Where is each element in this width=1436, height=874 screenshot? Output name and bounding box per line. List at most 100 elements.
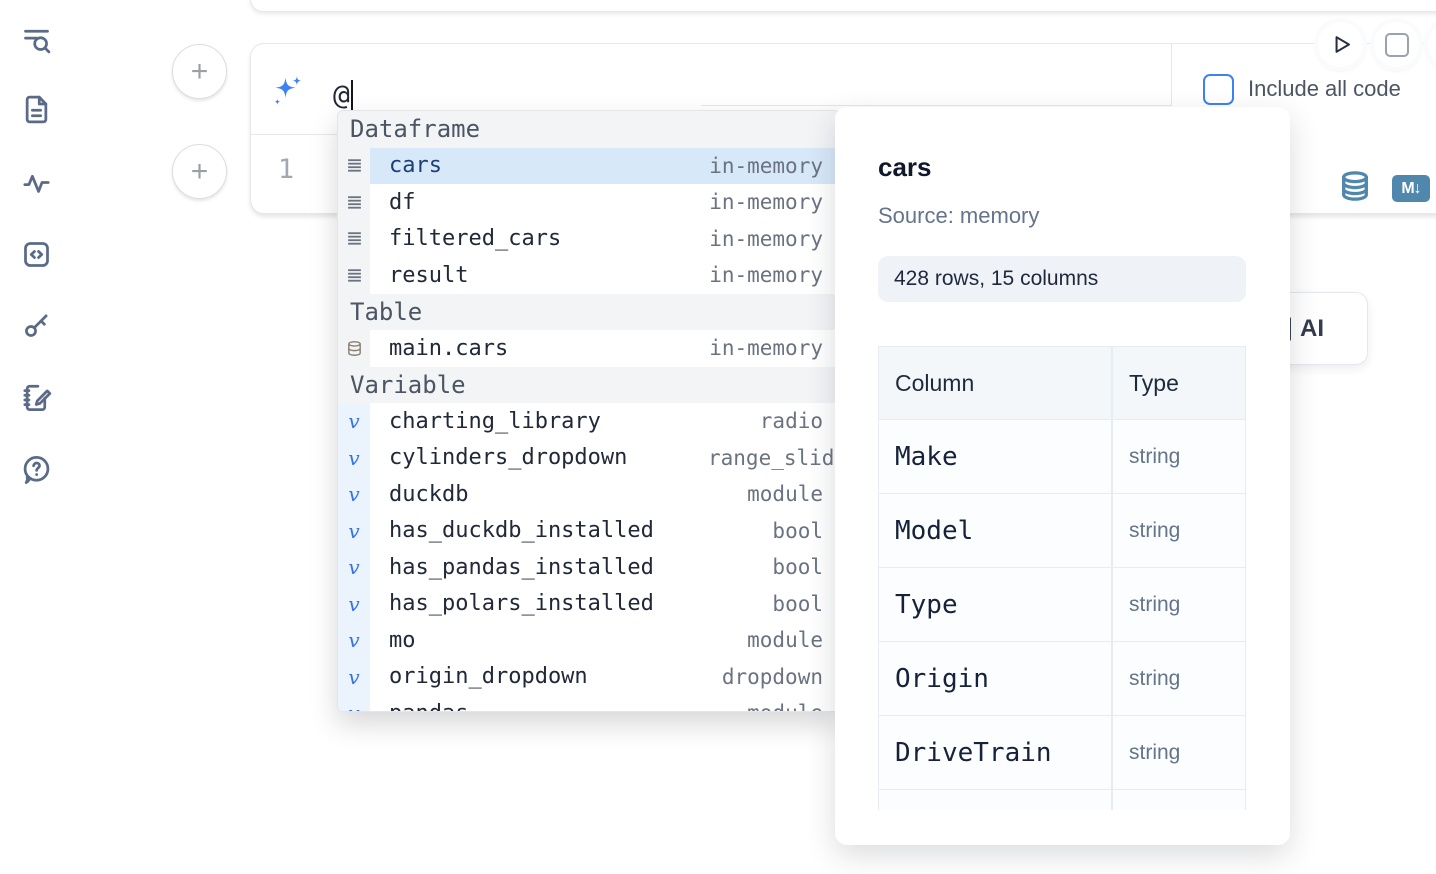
autocomplete-item[interactable]: vduckdb module xyxy=(338,476,839,513)
autocomplete-item-name: main.cars xyxy=(370,336,508,361)
help-icon[interactable] xyxy=(20,453,53,486)
schema-type-cell: string xyxy=(1112,642,1246,716)
ai-button-label: AI xyxy=(1300,315,1324,343)
variable-icon: v xyxy=(338,513,370,550)
autocomplete-item[interactable]: main.cars in-memory xyxy=(338,330,839,367)
autocomplete-item-name: duckdb xyxy=(370,482,468,507)
key-icon[interactable] xyxy=(20,309,53,342)
schema-type-cell: string xyxy=(1112,568,1246,642)
autocomplete-item-name: origin_dropdown xyxy=(370,664,588,689)
autocomplete-item-name: pandas xyxy=(370,701,468,712)
autocomplete-item-name: df xyxy=(370,190,416,215)
schema-column-cell: Type xyxy=(878,568,1112,642)
toc-search-icon[interactable] xyxy=(20,23,53,56)
activity-icon[interactable] xyxy=(20,166,53,199)
code-box-icon[interactable] xyxy=(20,238,53,271)
autocomplete-popup: Dataframecarsin-memorydfin-memoryfiltere… xyxy=(337,110,840,712)
schema-column-cell: Make xyxy=(878,420,1112,494)
sidebar xyxy=(0,0,70,874)
play-icon xyxy=(1327,31,1354,58)
schema-table-wrap: ColumnTypeMakestringModelstringTypestrin… xyxy=(878,346,1246,810)
ai-prompt-input[interactable]: @ xyxy=(333,79,353,111)
variable-icon: v xyxy=(338,695,370,712)
schema-type-cell: string xyxy=(1112,494,1246,568)
autocomplete-item[interactable]: result in-memory xyxy=(338,257,839,294)
autocomplete-item-type: radio xyxy=(760,409,839,433)
dataframe-preview-panel: cars Source: memory 428 rows, 15 columns… xyxy=(835,107,1290,845)
previous-cell-edge xyxy=(250,0,1436,12)
stop-button[interactable] xyxy=(1374,22,1419,67)
table-icon xyxy=(338,330,370,367)
schema-type-cell: string xyxy=(1112,420,1246,494)
autocomplete-item-name: filtered_cars xyxy=(370,226,561,251)
autocomplete-item[interactable]: vcylinders_dropdown range_slider xyxy=(338,440,839,477)
schema-type-cell: string xyxy=(1112,716,1246,790)
autocomplete-item-type: in-memory xyxy=(709,336,839,360)
autocomplete-item-name: charting_library xyxy=(370,409,601,434)
autocomplete-item[interactable]: vmo module xyxy=(338,622,839,659)
dataframe-icon xyxy=(338,148,370,185)
scratchpad-icon[interactable] xyxy=(20,381,53,414)
text-caret xyxy=(351,80,354,110)
schema-table: ColumnTypeMakestringModelstringTypestrin… xyxy=(878,346,1246,810)
schema-column-cell xyxy=(878,790,1112,810)
include-all-code-checkbox[interactable] xyxy=(1203,74,1234,105)
ai-sparkle-icon xyxy=(269,73,305,109)
variable-icon: v xyxy=(338,622,370,659)
dataframe-icon xyxy=(338,221,370,258)
autocomplete-item[interactable]: filtered_cars in-memory xyxy=(338,221,839,258)
editor-line-number: 1 xyxy=(269,154,303,185)
schema-column-cell: Model xyxy=(878,494,1112,568)
autocomplete-item[interactable]: vorigin_dropdown dropdown xyxy=(338,659,839,696)
autocomplete-section-header: Variable xyxy=(338,367,839,404)
dataframe-icon xyxy=(338,184,370,221)
autocomplete-item-type: range_slider xyxy=(708,446,839,470)
autocomplete-item-name: has_pandas_installed xyxy=(370,555,654,580)
autocomplete-item-type: dropdown xyxy=(722,665,839,689)
autocomplete-item-type: in-memory xyxy=(709,154,839,178)
autocomplete-item-name: result xyxy=(370,263,468,288)
autocomplete-item-type: module xyxy=(747,482,839,506)
autocomplete-item[interactable]: vhas_duckdb_installedbool xyxy=(338,513,839,550)
shape-badge: 428 rows, 15 columns xyxy=(878,256,1246,302)
autocomplete-item[interactable]: vhas_polars_installedbool xyxy=(338,586,839,623)
autocomplete-item[interactable]: vhas_pandas_installed bool xyxy=(338,549,839,586)
variable-icon: v xyxy=(338,659,370,696)
autocomplete-item-name: cars xyxy=(370,153,442,178)
prompt-value: @ xyxy=(333,79,350,111)
include-all-code-label: Include all code xyxy=(1248,76,1401,102)
autocomplete-item-type: in-memory xyxy=(709,263,839,287)
preview-title: cars xyxy=(878,152,1246,182)
add-cell-button-bottom[interactable]: + xyxy=(172,144,227,199)
autocomplete-item-name: cylinders_dropdown xyxy=(370,445,627,470)
autocomplete-item-type: bool xyxy=(772,519,839,543)
database-icon[interactable] xyxy=(1338,168,1372,209)
variable-icon: v xyxy=(338,586,370,623)
prompt-input-border xyxy=(701,44,1172,106)
schema-column-cell: Origin xyxy=(878,642,1112,716)
variable-icon: v xyxy=(338,476,370,513)
file-icon[interactable] xyxy=(20,93,53,126)
schema-header-cell: Column xyxy=(878,346,1112,420)
preview-source: Source: memory xyxy=(878,204,1246,228)
autocomplete-item[interactable]: vpandasmodule xyxy=(338,695,839,712)
editor-toolbar: M↓ xyxy=(1338,168,1430,209)
autocomplete-item-type: in-memory xyxy=(709,190,839,214)
autocomplete-item[interactable]: cars in-memory xyxy=(338,148,839,185)
variable-icon: v xyxy=(338,403,370,440)
schema-column-cell: DriveTrain xyxy=(878,716,1112,790)
variable-icon: v xyxy=(338,549,370,586)
autocomplete-item[interactable]: vcharting_library radio xyxy=(338,403,839,440)
autocomplete-section-header: Dataframe xyxy=(338,111,839,148)
run-button[interactable] xyxy=(1318,22,1363,67)
add-cell-button-top[interactable]: + xyxy=(172,44,227,99)
autocomplete-item-type: in-memory xyxy=(709,227,839,251)
markdown-icon[interactable]: M↓ xyxy=(1392,175,1430,202)
variable-icon: v xyxy=(338,440,370,477)
autocomplete-item-type: bool xyxy=(772,555,839,579)
autocomplete-item-name: mo xyxy=(370,628,416,653)
schema-type-cell xyxy=(1112,790,1246,810)
autocomplete-item[interactable]: df in-memory xyxy=(338,184,839,221)
autocomplete-item-type: module xyxy=(747,628,839,652)
autocomplete-item-name: has_polars_installed xyxy=(370,591,654,616)
